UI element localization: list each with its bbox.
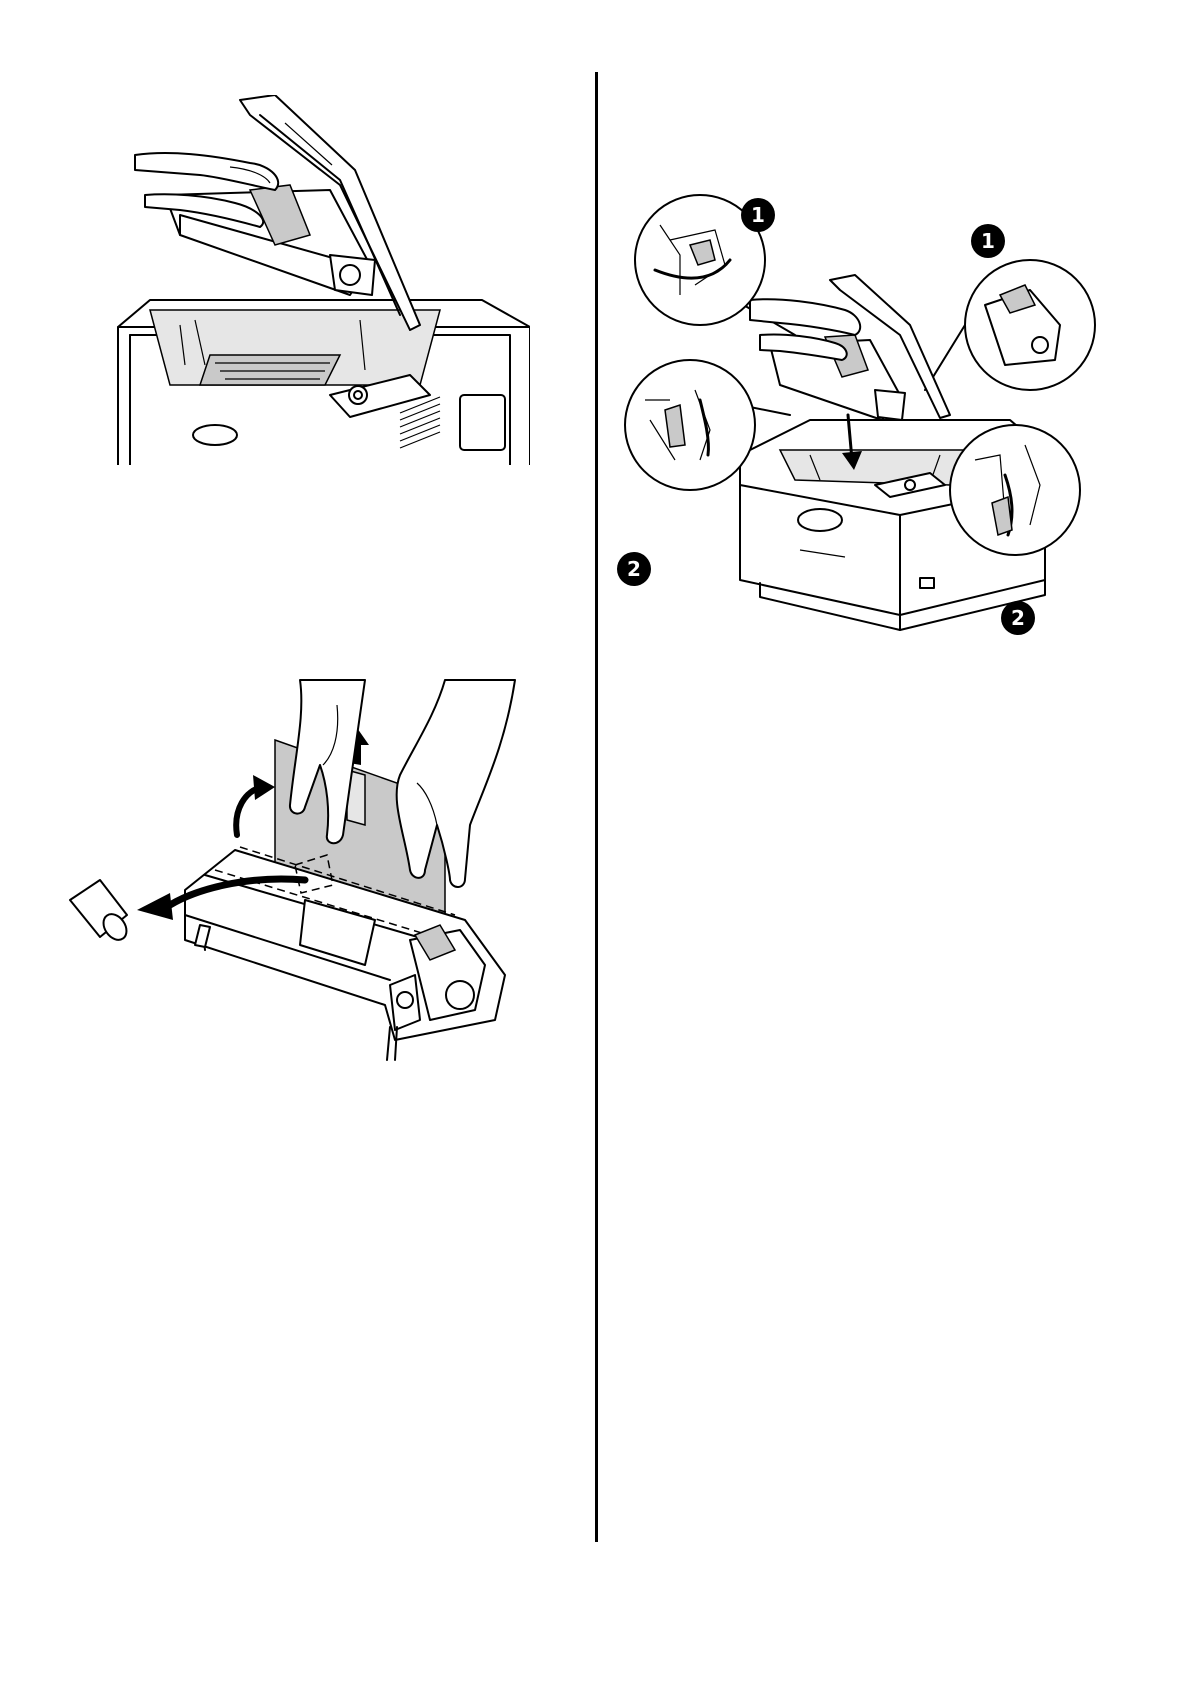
callout-2-left-number: 2	[627, 557, 641, 581]
column-divider	[595, 72, 598, 1542]
callout-1-left: 1	[740, 197, 776, 233]
callout-1-left-number: 1	[751, 203, 765, 227]
callout-2-right-number: 2	[1011, 606, 1025, 630]
callout-1-right-number: 1	[981, 229, 995, 253]
callout-1-right: 1	[970, 223, 1006, 259]
callout-2-left: 2	[616, 551, 652, 587]
drum-installation-illustration	[620, 185, 1120, 650]
protective-sheet-removal-illustration	[65, 675, 555, 1070]
printer-drum-removal-illustration	[110, 95, 530, 465]
callout-2-right: 2	[1000, 600, 1036, 636]
